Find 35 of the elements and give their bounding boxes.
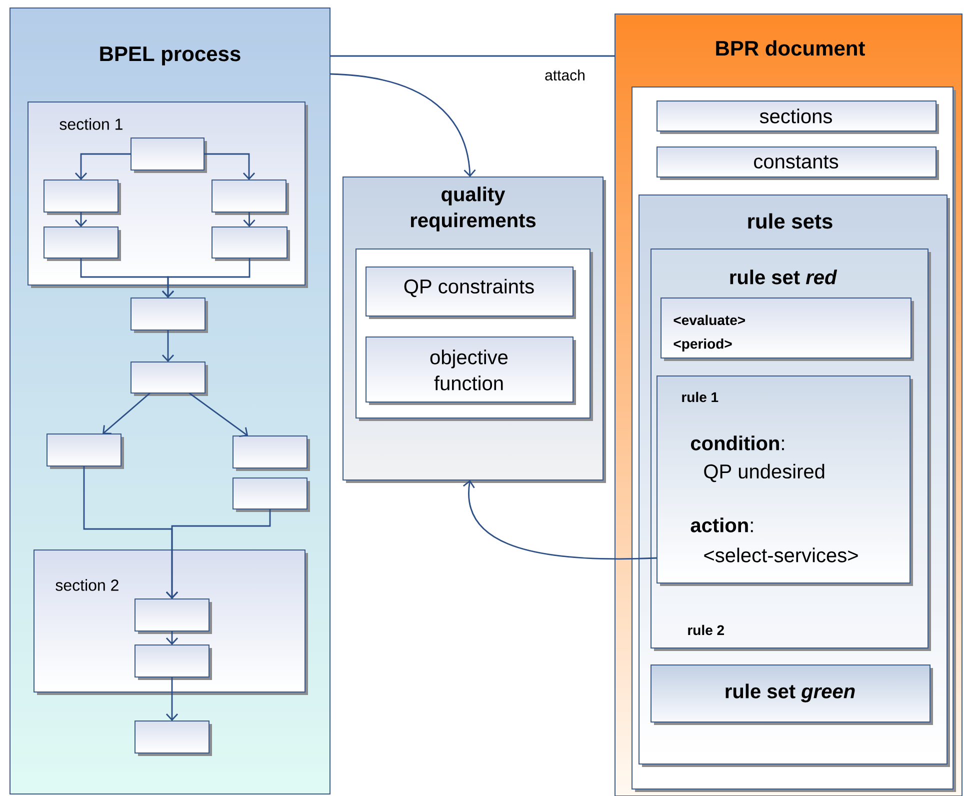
arrow (162, 258, 250, 298)
arrow (74, 153, 131, 180)
step-box (232, 478, 310, 512)
step-box: QP constraints (366, 266, 576, 319)
step-box (212, 180, 289, 215)
arrow (102, 392, 151, 434)
connector-line (330, 55, 615, 57)
step-box (130, 298, 208, 333)
rule-set-box: rule set green (650, 664, 933, 725)
step-box (232, 436, 310, 471)
step-box (134, 720, 212, 756)
step-box: <evaluate> <period> (660, 298, 914, 361)
step-box: sections (656, 100, 939, 134)
arrow (330, 73, 476, 177)
step-box (44, 226, 121, 261)
arrow (162, 330, 174, 362)
rule-box: rule 1 condition: QP undesired action: <select-services> (656, 376, 913, 586)
step-box (130, 138, 207, 173)
step-box (212, 226, 290, 261)
arrow (74, 212, 88, 227)
arrow (462, 480, 658, 560)
step-box (130, 362, 208, 396)
step-box (134, 644, 212, 680)
arrow (166, 631, 178, 646)
step-box: constants (656, 146, 939, 180)
edge-label: attach (544, 68, 586, 82)
arrow (166, 677, 178, 722)
step-box (134, 598, 212, 634)
step-box (46, 434, 124, 469)
arrow (204, 153, 256, 180)
step-box: objective function (366, 336, 576, 405)
arrow (243, 212, 256, 227)
step-box (44, 180, 121, 215)
arrow (188, 392, 248, 437)
arrow (166, 509, 271, 600)
